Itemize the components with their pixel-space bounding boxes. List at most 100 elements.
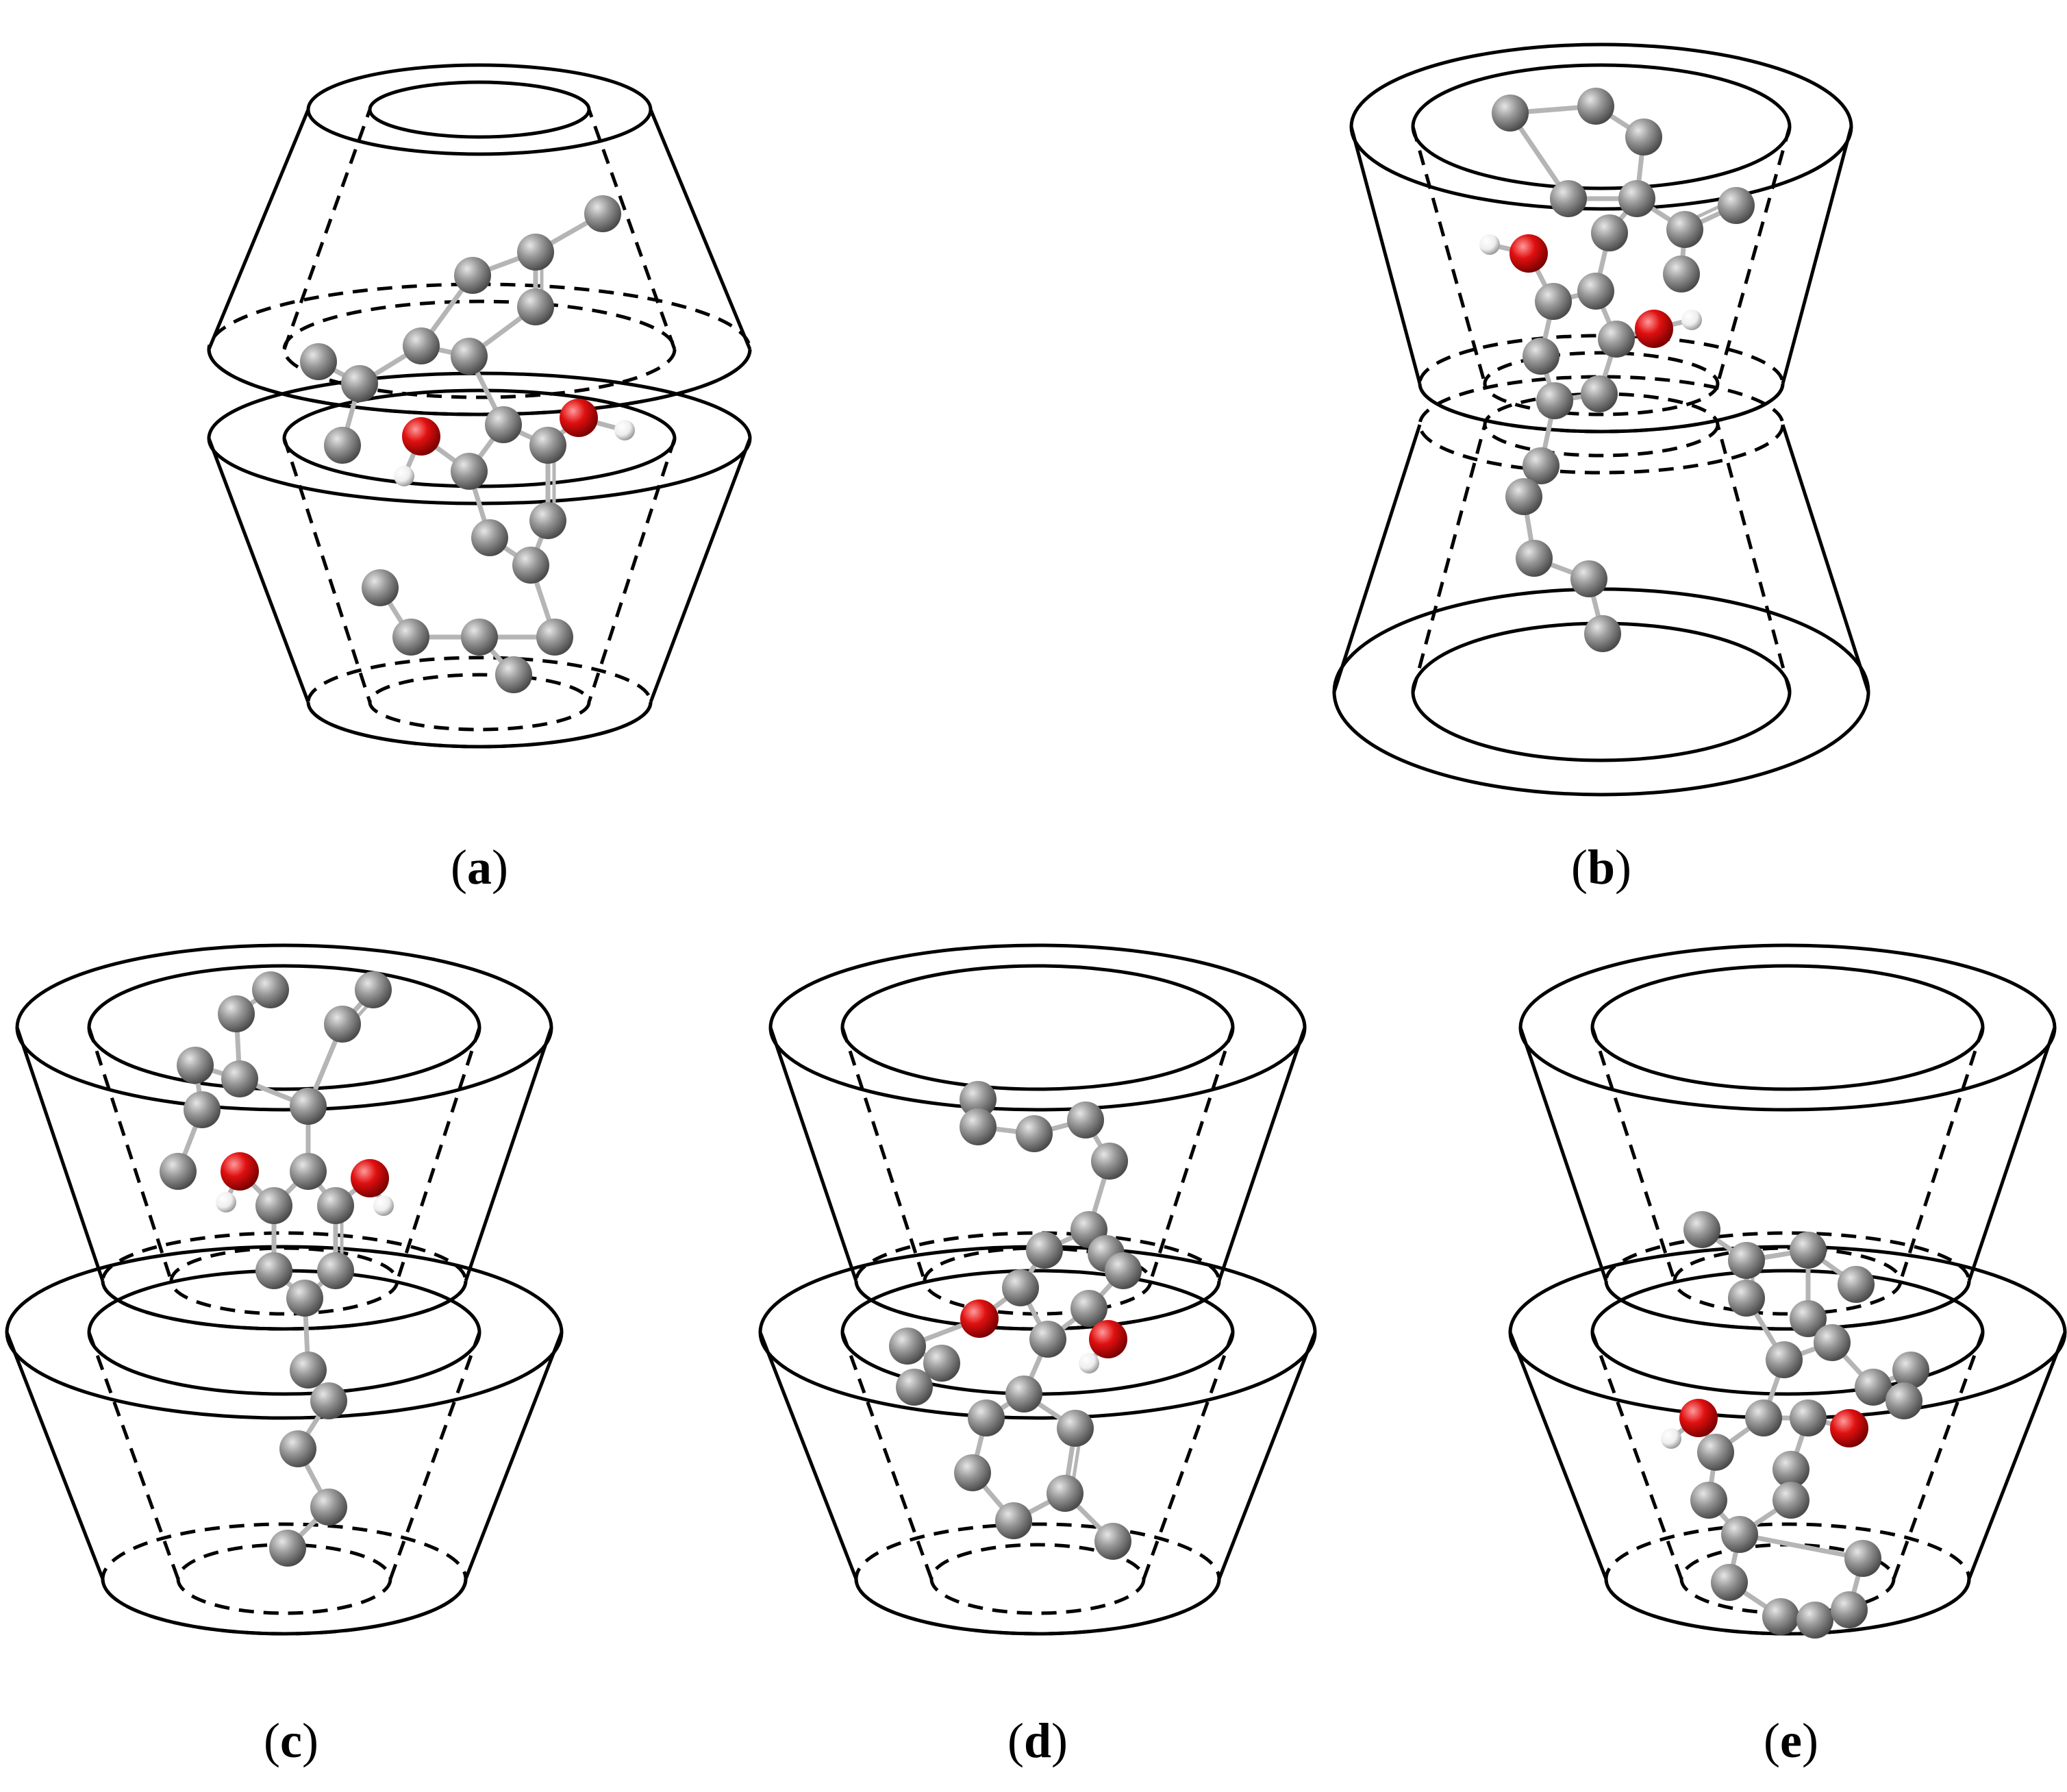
- carbon-atom: [1838, 1266, 1875, 1303]
- carbon-atom: [177, 1047, 214, 1084]
- carbon-atom: [954, 1454, 991, 1491]
- carbon-atom: [1711, 1564, 1748, 1601]
- carbon-atom: [960, 1081, 997, 1118]
- cd-e-upper-inner-side-left: [1590, 1027, 1677, 1282]
- molecule-a: [300, 195, 635, 693]
- carbon-atom: [392, 619, 429, 656]
- carbon-atom: [252, 971, 289, 1008]
- cd-b-upper-narrow-rim-front: [1418, 383, 1785, 434]
- carbon-atom: [1690, 1482, 1727, 1519]
- molecule-c: [160, 971, 394, 1567]
- carbon-atom: [324, 1006, 361, 1043]
- carbon-atom: [1625, 119, 1662, 155]
- cd-d-upper-wide-rim-outer: [768, 943, 1307, 1112]
- panel-label-e: (e): [1764, 1713, 1818, 1768]
- carbon-atom: [269, 1530, 306, 1567]
- carbon-atom: [1683, 1211, 1720, 1248]
- cd-c-upper-inner-side-right: [395, 1027, 481, 1282]
- carbon-atom: [1772, 1451, 1809, 1488]
- carbon-atom: [529, 502, 566, 539]
- panel-label-c: (c): [264, 1713, 318, 1768]
- molecule-d: [889, 1081, 1142, 1560]
- carbon-atom: [1581, 375, 1618, 412]
- carbon-atom: [341, 365, 378, 402]
- cd-d-lower-outer-side-right: [1217, 1332, 1317, 1580]
- carbon-atom: [1892, 1352, 1929, 1389]
- carbon-atom: [1598, 321, 1635, 358]
- cd-e-upper-outer-side-right: [1967, 1027, 2057, 1282]
- carbon-atom: [218, 995, 255, 1032]
- carbon-atom: [451, 338, 488, 375]
- carbon-atom: [286, 1280, 323, 1317]
- cd-e-lower-outer-side-left: [1508, 1332, 1608, 1580]
- cd-c-upper-narrow-rim-front: [101, 1280, 468, 1331]
- carbon-atom: [255, 1252, 292, 1289]
- cd-a-upper-inner-side-left: [282, 109, 372, 350]
- carbon-atom: [355, 971, 392, 1008]
- cd-b-lower-inner-side-right: [1716, 424, 1792, 693]
- carbon-atom: [1790, 1399, 1827, 1436]
- cd-d-lower: [758, 1245, 1317, 1636]
- cd-e-upper-wide-rim-outer: [1518, 943, 2057, 1112]
- oxygen-atom: [1679, 1399, 1718, 1437]
- cd-d-upper-wide-rim-inner: [840, 964, 1235, 1091]
- carbon-atom: [1745, 1399, 1782, 1436]
- cd-b-upper: [1349, 42, 1853, 434]
- carbon-atom: [485, 406, 522, 443]
- carbon-atom: [1536, 382, 1573, 419]
- carbon-atom: [279, 1430, 316, 1467]
- cd-c-upper-outer-side-right: [464, 1027, 553, 1282]
- oxygen-atom: [960, 1299, 999, 1338]
- carbon-atom: [1814, 1324, 1851, 1361]
- cd-c-upper-outer-side-left: [15, 1027, 105, 1282]
- cd-e-lower: [1508, 1245, 2067, 1636]
- carbon-atom: [517, 288, 554, 325]
- carbon-atom: [1026, 1232, 1063, 1269]
- carbon-atom: [451, 453, 488, 490]
- cd-c-upper-wide-rim-outer: [15, 943, 553, 1112]
- cd-a-lower-outer-side-right: [649, 438, 752, 703]
- cd-e-upper-outer-side-left: [1518, 1027, 1608, 1282]
- cd-d-upper-outer-side-left: [768, 1027, 858, 1282]
- carbon-atom: [1523, 338, 1559, 375]
- carbon-atom: [960, 1108, 997, 1145]
- carbon-atom: [1831, 1591, 1868, 1628]
- cd-a-lower-narrow-rim-inner: [368, 673, 591, 732]
- cd-b-upper-wide-rim-inner: [1411, 63, 1792, 190]
- cd-e-upper-inner-side-right: [1899, 1027, 1985, 1282]
- oxygen-atom: [402, 417, 440, 456]
- oxygen-atom: [1509, 234, 1548, 273]
- cd-b-lower-narrow-rim-outer: [1418, 375, 1785, 475]
- cd-c-upper: [15, 943, 553, 1331]
- carbon-atom: [517, 234, 554, 271]
- cd-e-lower-inner-side-right: [1892, 1332, 1985, 1580]
- carbon-atom: [1721, 1516, 1758, 1553]
- carbon-atom: [1584, 615, 1621, 652]
- carbon-atom: [317, 1252, 354, 1289]
- hydrogen-atom: [1079, 1353, 1099, 1373]
- cd-c-lower: [5, 1245, 564, 1636]
- carbon-atom: [290, 1153, 327, 1190]
- carbon-atom: [1577, 88, 1614, 125]
- cd-e-lower-outer-side-right: [1967, 1332, 2067, 1580]
- carbon-atom: [1772, 1482, 1809, 1519]
- carbon-atom: [1728, 1280, 1765, 1317]
- carbon-atom: [1523, 447, 1559, 484]
- cd-a-upper-inner-side-right: [587, 109, 677, 350]
- cd-d-lower-inner-side-left: [840, 1332, 934, 1580]
- carbon-atom: [1618, 180, 1655, 217]
- cd-b-upper-outer-side-left: [1349, 126, 1422, 384]
- cd-a-upper-wide-rim-front: [207, 349, 752, 416]
- oxygen-atom: [1089, 1320, 1127, 1358]
- carbon-atom: [1067, 1102, 1104, 1138]
- cd-c-lower-wide-rim-inner: [87, 1269, 481, 1396]
- cd-c-lower-wide-rim-outer: [5, 1245, 564, 1420]
- carbon-atom: [1516, 540, 1553, 577]
- carbon-atom: [1094, 1523, 1131, 1560]
- carbon-atom: [403, 327, 440, 364]
- carbon-atom: [471, 519, 508, 556]
- cd-b-upper-inner-side-right: [1716, 126, 1792, 384]
- cd-a-upper-outer-side-right: [649, 109, 752, 350]
